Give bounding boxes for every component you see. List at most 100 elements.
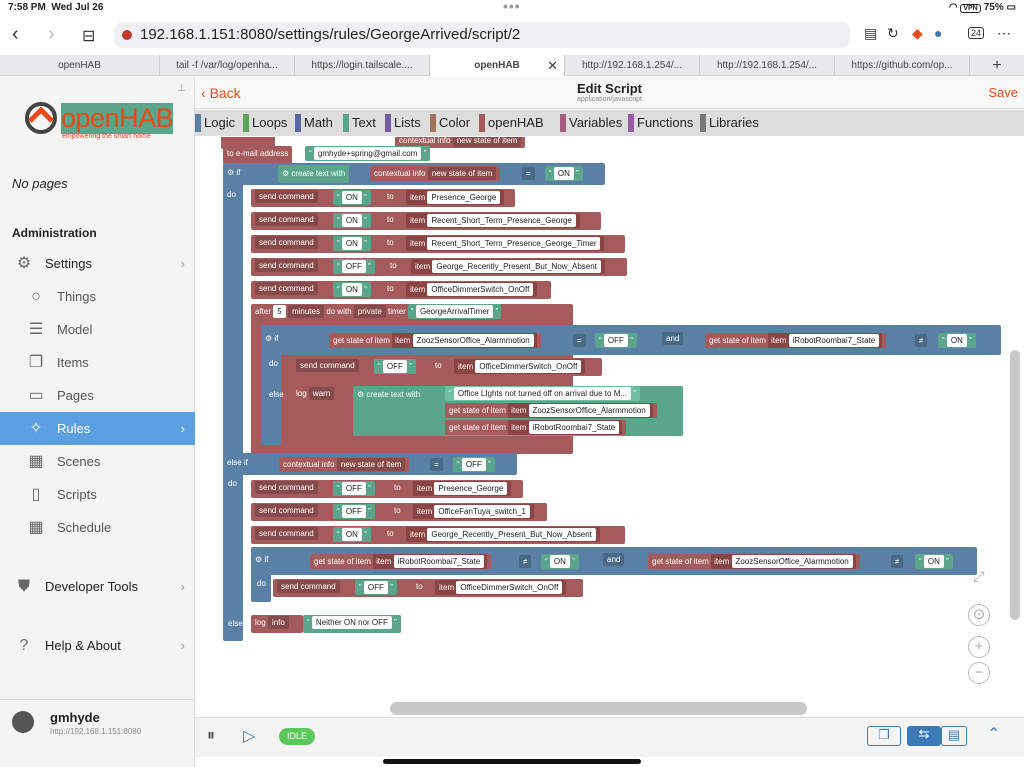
text-field[interactable]: ON	[923, 555, 944, 568]
compare-block[interactable]: =	[426, 457, 447, 472]
item-field[interactable]: George_Recently_Present_But_Now_Absent	[427, 528, 596, 541]
toolbox-category-loops[interactable]: Loops	[243, 114, 287, 132]
item-field[interactable]: Recent_Short_Term_Presence_George	[427, 214, 576, 227]
dropdown[interactable]: =	[430, 458, 443, 471]
item-field[interactable]: OfficeDimmerSwitch_OnOff	[475, 360, 582, 373]
text-field[interactable]: ON	[341, 528, 362, 541]
compare-block[interactable]: ≠	[911, 333, 932, 348]
new-tab-button[interactable]: +	[992, 57, 1002, 74]
number-field[interactable]: 5	[273, 305, 286, 318]
url-field[interactable]: 192.168.1.151:8080/settings/rules/George…	[114, 22, 850, 48]
item-field[interactable]: Presence_George	[434, 482, 508, 495]
dropdown[interactable]: ≠	[891, 555, 904, 568]
dropdown[interactable]: send command	[255, 259, 318, 272]
text-field[interactable]: ON	[946, 334, 967, 347]
toolbox-category-text[interactable]: Text	[343, 114, 376, 132]
save-button[interactable]: Save	[988, 85, 1018, 100]
get-state-block[interactable]: get state of item item iRobotRoombai7_St…	[445, 420, 627, 435]
if-block-spine[interactable]	[223, 163, 243, 641]
text-block[interactable]: “ OFF ”	[595, 333, 637, 348]
text-field[interactable]: Office LIghts not turned off on arrival …	[453, 387, 632, 400]
dropdown[interactable]: send command	[255, 504, 318, 517]
play-icon[interactable]: ▷	[243, 728, 256, 745]
dropdown[interactable]: ≠	[519, 555, 532, 568]
create-text-block[interactable]: ⚙ create text with	[278, 165, 350, 183]
close-tab-icon[interactable]: ✕	[547, 58, 558, 73]
compare-block[interactable]: =	[569, 333, 590, 348]
gear-icon[interactable]: ⚙	[282, 169, 290, 178]
sidebar-item-scripts[interactable]: ▯Scripts	[0, 478, 195, 511]
text-field[interactable]: ON	[341, 283, 362, 296]
zoom-out-icon[interactable]: −	[968, 662, 990, 684]
dropdown[interactable]: new state of item	[452, 137, 522, 147]
sidebar-item-pages[interactable]: ▭Pages	[0, 379, 195, 412]
dropdown[interactable]: warn	[308, 387, 335, 400]
text-field[interactable]: OFF	[363, 581, 388, 594]
dropdown[interactable]: send command	[255, 213, 318, 226]
contextual-info-block[interactable]: contextual info new state of item	[370, 166, 501, 181]
compare-block[interactable]: ≠	[887, 554, 908, 569]
blocks-view-icon[interactable]: ❐	[867, 726, 901, 746]
text-field[interactable]: ON	[553, 167, 574, 180]
text-field[interactable]: Neither ON nor OFF	[311, 616, 392, 629]
text-field[interactable]: OFF	[603, 334, 628, 347]
text-block[interactable]: “ OFF ”	[453, 457, 495, 472]
compare-block[interactable]: ≠	[515, 554, 536, 569]
item-field[interactable]: George_Recently_Present_But_Now_Absent	[432, 260, 601, 273]
text-field[interactable]: ON	[549, 555, 570, 568]
sidebar-item-things[interactable]: ○Things	[0, 280, 195, 313]
sidebar-item-developer-tools[interactable]: ⛊Developer Tools›	[0, 570, 195, 603]
browser-tab[interactable]: https://github.com/op...	[835, 55, 970, 76]
pin-icon[interactable]: ⊥	[177, 83, 186, 94]
code-view-icon[interactable]: ⇆	[907, 726, 941, 746]
dropdown[interactable]: minutes	[287, 305, 324, 318]
browser-tab-active[interactable]: openHAB✕	[430, 55, 565, 76]
dropdown[interactable]: send command	[296, 359, 359, 372]
text-block[interactable]: “ gmhyde+spring@gmail.com ”	[305, 146, 431, 161]
text-field[interactable]: ON	[341, 237, 362, 250]
and-block[interactable]: and	[658, 331, 688, 346]
item-field[interactable]: OfficeFanTuya_switch_1	[434, 505, 530, 518]
item-field[interactable]: OfficeDimmerSwitch_OnOff	[427, 283, 534, 296]
gear-icon[interactable]: ⚙	[255, 555, 263, 564]
text-field[interactable]: gmhyde+spring@gmail.com	[313, 147, 422, 160]
toolbox-category-libraries[interactable]: Libraries	[700, 114, 759, 132]
dropdown[interactable]: send command	[255, 481, 318, 494]
document-view-icon[interactable]: ▤	[941, 726, 967, 746]
multitask-dots-icon[interactable]: •••	[503, 0, 521, 14]
get-state-block[interactable]: get state of item item iRobotRoombai7_St…	[310, 554, 492, 569]
browser-tab[interactable]: http://192.168.1.254/...	[565, 55, 700, 76]
dropdown[interactable]: and	[603, 553, 625, 566]
browser-tab[interactable]: tail -f /var/log/openha...	[160, 55, 295, 76]
toolbox-category-logic[interactable]: Logic	[195, 114, 235, 132]
text-field[interactable]: OFF	[382, 360, 407, 373]
pause-icon[interactable]: ⏸	[207, 727, 216, 744]
text-block[interactable]: “ ON ”	[938, 333, 976, 348]
text-field[interactable]: GeorgeArrivalTimer	[415, 305, 494, 318]
menu-icon[interactable]: ⋯	[997, 25, 1011, 41]
item-field[interactable]: Presence_George	[427, 191, 501, 204]
item-field[interactable]: ZoozSensorOffice_Alarmmotion	[731, 555, 853, 568]
reader-icon[interactable]: ▤	[864, 25, 878, 41]
item-field[interactable]: Recent_Short_Term_Presence_George_Timer	[427, 237, 601, 250]
dropdown[interactable]: send command	[277, 580, 340, 593]
dropdown[interactable]: send command	[255, 527, 318, 540]
item-field[interactable]: ZoozSensorOffice_Alarmmotion	[412, 334, 534, 347]
sidebar-item-schedule[interactable]: ▦Schedule	[0, 511, 195, 544]
text-field[interactable]: OFF	[461, 458, 486, 471]
email-block[interactable]: to e-mail address	[223, 146, 293, 164]
user-profile[interactable]: gmhyde http://192.168.1.151:8080	[0, 699, 195, 767]
dropdown[interactable]: new state of item	[336, 458, 406, 471]
recenter-icon[interactable]: ⊙	[968, 604, 990, 626]
sidebar-item-model[interactable]: ☰Model	[0, 313, 195, 346]
log-block[interactable]: log warn	[292, 386, 354, 436]
item-field[interactable]: iRobotRoombai7_State	[788, 334, 880, 347]
dropdown[interactable]: new state of item	[427, 167, 497, 180]
text-block[interactable]: “ Neither ON nor OFF ”	[303, 615, 401, 633]
